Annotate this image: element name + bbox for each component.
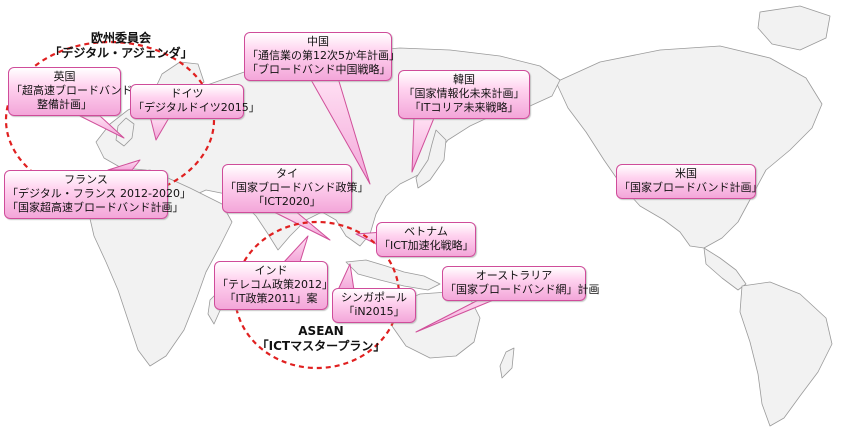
france-name: フランス	[64, 173, 108, 186]
china-name: 中国	[307, 35, 329, 48]
japan	[415, 129, 447, 189]
uk-name: 英国	[53, 70, 76, 83]
singapore-name: シンガポール	[341, 291, 407, 304]
india-name: インド	[254, 264, 288, 277]
vietnam-callout: ベトナム 「ICT加速化戦略」	[376, 222, 476, 257]
thailand-plan-1: 「国家ブロードバンド政策」	[225, 181, 369, 194]
korea-plan-1: 「国家情報化未来計画」	[403, 87, 525, 100]
india-plan-2: 「IT政策2011」案	[224, 292, 318, 305]
usa-name: 米国	[675, 167, 697, 180]
vietnam-plan-1: 「ICT加速化戦略」	[379, 239, 474, 252]
korea-callout: 韓国 「国家情報化未来計画」 「ITコリア未来戦略」	[398, 70, 530, 119]
new-zealand	[499, 347, 515, 379]
british-isles	[115, 117, 135, 147]
france-plan-2: 「国家超高速ブロードバンド計画」	[7, 201, 184, 214]
greenland	[757, 5, 831, 51]
germany-name: ドイツ	[170, 87, 204, 100]
uk-callout-pointer	[79, 115, 125, 139]
germany-plan-1: 「デジタルドイツ2015」	[133, 101, 260, 114]
usa-callout: 米国 「国家ブロードバンド計画」	[616, 164, 763, 199]
usa-plan-1: 「国家ブロードバンド計画」	[619, 181, 763, 194]
thailand-name: タイ	[276, 167, 298, 180]
india-callout: インド 「テレコム政策2012」 「IT政策2011」案	[214, 261, 333, 310]
korea-plan-2: 「ITコリア未来戦略」	[409, 101, 519, 114]
uk-plan-2: 整備計画」	[37, 98, 92, 111]
south-america	[739, 281, 833, 427]
uk-plan-1: 「超高速ブロードバンド	[11, 84, 133, 97]
asean-group-label: ASEAN 「ICTマスタープラン」	[256, 324, 386, 354]
asean-group-plan: 「ICTマスタープラン」	[256, 339, 386, 353]
china-callout: 中国 「通信業の第12次5か年計画」 「ブロードバンド中国戦略」	[244, 32, 400, 81]
australia-callout: オーストラリア 「国家ブロードバンド網」計画	[442, 266, 600, 301]
uk-callout: 英国 「超高速ブロードバンド 整備計画」	[8, 67, 133, 116]
eu-group-label: 欧州委員会 「デジタル・アジェンダ」	[36, 31, 206, 61]
france-plan-1: 「デジタル・フランス 2012-2020」	[7, 187, 192, 200]
singapore-plan-1: 「iN2015」	[343, 305, 405, 318]
china-plan-1: 「通信業の第12次5か年計画」	[247, 49, 400, 62]
eu-group-ring	[4, 40, 216, 200]
australia-plan-1: 「国家ブロードバンド網」計画	[445, 283, 600, 296]
china-plan-2: 「ブロードバンド中国戦略」	[247, 63, 391, 76]
australia-name: オーストラリア	[475, 269, 553, 282]
thailand-plan-2: 「ICT2020」	[253, 195, 321, 208]
india-callout-pointer	[283, 235, 309, 263]
eu-group-plan: 「デジタル・アジェンダ」	[49, 46, 193, 60]
germany-callout: ドイツ 「デジタルドイツ2015」	[130, 84, 260, 119]
asean-group-name: ASEAN	[298, 324, 344, 338]
vietnam-name: ベトナム	[404, 225, 448, 238]
korea-name: 韓国	[453, 73, 475, 86]
france-callout: フランス 「デジタル・フランス 2012-2020」 「国家超高速ブロードバンド…	[4, 170, 192, 219]
thailand-callout: タイ 「国家ブロードバンド政策」 「ICT2020」	[222, 164, 369, 213]
india-plan-1: 「テレコム政策2012」	[217, 278, 333, 291]
singapore-callout: シンガポール 「iN2015」	[332, 288, 416, 323]
eu-group-name: 欧州委員会	[90, 31, 151, 45]
central-america	[703, 247, 747, 291]
north-america	[555, 45, 823, 249]
southeast-asia-islands	[345, 259, 441, 291]
